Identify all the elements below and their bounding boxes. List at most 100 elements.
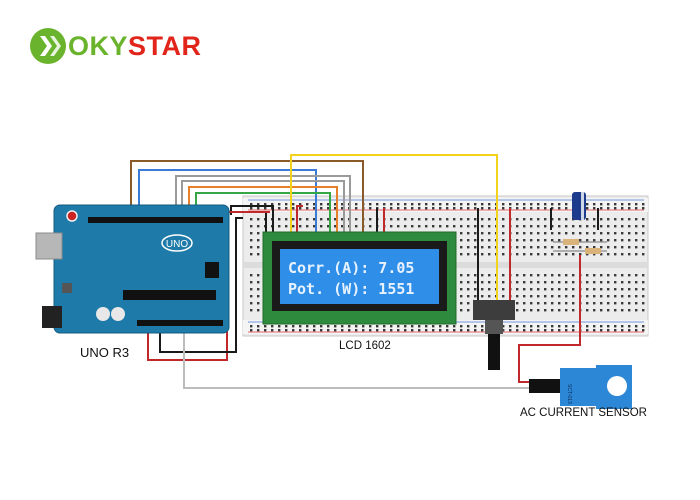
- breadboard-hole: [292, 329, 295, 332]
- breadboard-hole: [551, 239, 554, 242]
- breadboard-hole: [278, 225, 281, 228]
- breadboard-hole: [572, 281, 575, 284]
- breadboard-hole: [404, 203, 407, 206]
- breadboard-hole: [586, 309, 589, 312]
- breadboard-hole: [614, 218, 617, 221]
- breadboard-hole: [551, 309, 554, 312]
- breadboard-hole: [355, 203, 358, 206]
- breadboard-hole: [579, 225, 582, 228]
- breadboard-hole: [404, 325, 407, 328]
- breadboard-hole: [544, 274, 547, 277]
- breadboard-hole: [551, 207, 554, 210]
- breadboard-hole: [250, 225, 253, 228]
- breadboard-hole: [614, 246, 617, 249]
- breadboard-hole: [467, 281, 470, 284]
- breadboard-hole: [467, 232, 470, 235]
- breadboard-hole: [313, 218, 316, 221]
- breadboard-hole: [586, 281, 589, 284]
- breadboard-hole: [460, 239, 463, 242]
- breadboard-hole: [460, 302, 463, 305]
- breadboard-hole: [460, 246, 463, 249]
- breadboard-hole: [439, 218, 442, 221]
- breadboard-hole: [642, 207, 645, 210]
- breadboard-hole: [488, 239, 491, 242]
- wires: [130, 154, 599, 389]
- breadboard-hole: [537, 218, 540, 221]
- breadboard-hole: [551, 246, 554, 249]
- breadboard-hole: [586, 329, 589, 332]
- breadboard-hole: [257, 225, 260, 228]
- breadboard-hole: [285, 203, 288, 206]
- breadboard-hole: [621, 225, 624, 228]
- breadboard-hole: [257, 232, 260, 235]
- breadboard-hole: [299, 218, 302, 221]
- breadboard-hole: [621, 295, 624, 298]
- breadboard-hole: [593, 281, 596, 284]
- breadboard-hole: [579, 253, 582, 256]
- breadboard-hole: [558, 329, 561, 332]
- breadboard-hole: [404, 207, 407, 210]
- breadboard-hole: [502, 281, 505, 284]
- breadboard-hole: [565, 281, 568, 284]
- breadboard-hole: [537, 329, 540, 332]
- breadboard-hole: [257, 274, 260, 277]
- lcd-line-2: Pot. (W): 1551: [288, 280, 414, 298]
- breadboard-hole: [320, 203, 323, 206]
- lcd-caption: LCD 1602: [339, 340, 391, 352]
- breadboard-hole: [586, 203, 589, 206]
- breadboard-hole: [320, 218, 323, 221]
- breadboard-hole: [327, 218, 330, 221]
- breadboard-hole: [397, 225, 400, 228]
- breadboard-hole: [628, 274, 631, 277]
- breadboard-hole: [530, 288, 533, 291]
- breadboard-hole: [523, 295, 526, 298]
- breadboard-hole: [460, 281, 463, 284]
- breadboard-hole: [614, 232, 617, 235]
- wire-green: [195, 192, 331, 232]
- breadboard-hole: [306, 203, 309, 206]
- wire-red-sensor: [518, 255, 581, 383]
- breadboard-hole: [481, 246, 484, 249]
- potentiometer: [473, 300, 515, 370]
- breadboard-hole: [621, 232, 624, 235]
- breadboard-hole: [544, 302, 547, 305]
- breadboard-hole: [432, 203, 435, 206]
- breadboard-hole: [523, 274, 526, 277]
- breadboard-hole: [565, 329, 568, 332]
- breadboard-hole: [635, 288, 638, 291]
- wire-yellow: [290, 154, 498, 300]
- breadboard-hole: [488, 274, 491, 277]
- breadboard-hole: [460, 207, 463, 210]
- breadboard-hole: [516, 218, 519, 221]
- breadboard-hole: [460, 309, 463, 312]
- breadboard-hole: [614, 253, 617, 256]
- breadboard-hole: [334, 329, 337, 332]
- breadboard-hole: [474, 246, 477, 249]
- breadboard-hole: [257, 288, 260, 291]
- breadboard-hole: [558, 274, 561, 277]
- breadboard-hole: [341, 207, 344, 210]
- breadboard-hole: [558, 295, 561, 298]
- breadboard-hole: [271, 329, 274, 332]
- breadboard-hole: [264, 207, 267, 210]
- breadboard-hole: [642, 309, 645, 312]
- breadboard-hole: [481, 329, 484, 332]
- breadboard-hole: [635, 239, 638, 242]
- breadboard-hole: [334, 225, 337, 228]
- breadboard-hole: [481, 274, 484, 277]
- wire-orange: [188, 186, 338, 232]
- board-label: UNO: [166, 239, 188, 250]
- breadboard-hole: [411, 218, 414, 221]
- breadboard-hole: [285, 225, 288, 228]
- breadboard-hole: [530, 274, 533, 277]
- breadboard-hole: [390, 218, 393, 221]
- breadboard-hole: [390, 225, 393, 228]
- breadboard-hole: [411, 329, 414, 332]
- breadboard-hole: [467, 288, 470, 291]
- breadboard-hole: [355, 218, 358, 221]
- breadboard-hole: [530, 329, 533, 332]
- breadboard-hole: [537, 309, 540, 312]
- breadboard-hole: [565, 207, 568, 210]
- breadboard-hole: [446, 329, 449, 332]
- breadboard-hole: [523, 239, 526, 242]
